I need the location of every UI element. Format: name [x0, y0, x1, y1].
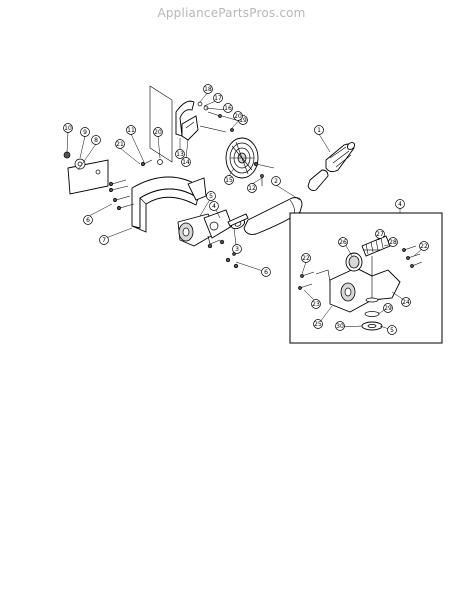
svg-text:1: 1	[317, 127, 321, 134]
callout-11: 11	[126, 125, 136, 135]
bracket-panel-part	[149, 85, 173, 163]
callout-9: 9	[80, 127, 90, 137]
svg-text:22: 22	[302, 255, 310, 262]
callout-22-left: 22	[301, 253, 311, 263]
svg-text:4: 4	[398, 201, 402, 208]
svg-text:18: 18	[204, 86, 212, 93]
callout-23: 23	[311, 299, 321, 309]
svg-text:15: 15	[225, 177, 233, 184]
svg-text:27: 27	[376, 231, 384, 238]
svg-text:25: 25	[314, 321, 322, 328]
svg-text:20: 20	[234, 113, 242, 120]
svg-text:28: 28	[389, 239, 397, 246]
callout-25: 25	[313, 319, 323, 329]
svg-text:30: 30	[336, 323, 344, 330]
handle-tube-part	[243, 169, 329, 235]
callout-10: 10	[63, 123, 73, 133]
callout-20-left: 20	[153, 127, 163, 137]
svg-text:13: 13	[176, 151, 184, 158]
callout-28: 28	[388, 237, 398, 247]
svg-text:23: 23	[312, 301, 320, 308]
worm-gear-detail	[345, 235, 391, 331]
svg-text:6: 6	[86, 217, 90, 224]
callout-5: 5	[206, 191, 216, 201]
callout-13: 13	[175, 149, 185, 159]
shaft-part	[227, 213, 249, 227]
svg-text:8: 8	[94, 137, 98, 144]
svg-text:26: 26	[339, 239, 347, 246]
callout-30: 30	[335, 321, 345, 331]
callout-24: 24	[401, 297, 411, 307]
svg-text:2: 2	[274, 178, 278, 185]
svg-text:3: 3	[235, 246, 239, 253]
callout-7: 7	[99, 235, 109, 245]
handle-grip-part	[325, 142, 356, 173]
callout-15: 15	[224, 175, 234, 185]
washer-part	[74, 158, 86, 170]
callout-18: 18	[203, 84, 213, 94]
callout-8: 8	[91, 135, 101, 145]
nut-part	[63, 151, 71, 159]
svg-text:5: 5	[390, 327, 394, 334]
gearbox-housing-detail	[315, 267, 401, 313]
svg-text:21: 21	[116, 141, 124, 148]
hardware-nuts	[225, 252, 239, 269]
svg-text:19: 19	[239, 117, 247, 124]
callout-5-inset: 5	[387, 325, 397, 335]
callout-16: 16	[223, 103, 233, 113]
callout-26: 26	[338, 237, 348, 247]
svg-text:4: 4	[212, 203, 216, 210]
callout-20-top: 20	[233, 111, 243, 121]
callout-3: 3	[232, 244, 242, 254]
mounting-bolts	[109, 159, 163, 210]
axle-bolt-part	[253, 161, 275, 186]
callout-21: 21	[115, 139, 125, 149]
svg-text:20: 20	[154, 129, 162, 136]
callout-4-inset: 4	[395, 199, 405, 209]
svg-text:11: 11	[127, 127, 135, 134]
side-plate-part	[67, 159, 109, 195]
gear-housing-part	[177, 209, 233, 249]
callout-14: 14	[181, 157, 191, 167]
inset-screws	[298, 245, 423, 290]
svg-text:14: 14	[182, 159, 190, 166]
callout-17: 17	[213, 93, 223, 103]
callout-2: 2	[271, 176, 281, 186]
wheel-part	[225, 137, 259, 179]
svg-text:5: 5	[209, 193, 213, 200]
svg-text:17: 17	[214, 95, 222, 102]
svg-text:6: 6	[264, 269, 268, 276]
svg-text:12: 12	[248, 185, 256, 192]
callout-6-left: 6	[83, 215, 93, 225]
svg-text:7: 7	[102, 237, 106, 244]
callout-4: 4	[209, 201, 219, 211]
blade-guard-housing	[131, 176, 207, 233]
depth-bracket-part	[175, 100, 199, 141]
svg-text:29: 29	[384, 305, 392, 312]
svg-text:22: 22	[420, 243, 428, 250]
callout-12: 12	[247, 183, 257, 193]
callout-22-right: 22	[419, 241, 429, 251]
callout-29: 29	[383, 303, 393, 313]
svg-text:9: 9	[83, 129, 87, 136]
callout-1: 1	[314, 125, 324, 135]
site-watermark: AppliancePartsPros.com	[157, 6, 306, 20]
svg-text:16: 16	[224, 105, 232, 112]
svg-text:10: 10	[64, 125, 72, 132]
svg-text:24: 24	[402, 299, 410, 306]
callout-6-right: 6	[261, 267, 271, 277]
callout-27: 27	[375, 229, 385, 239]
